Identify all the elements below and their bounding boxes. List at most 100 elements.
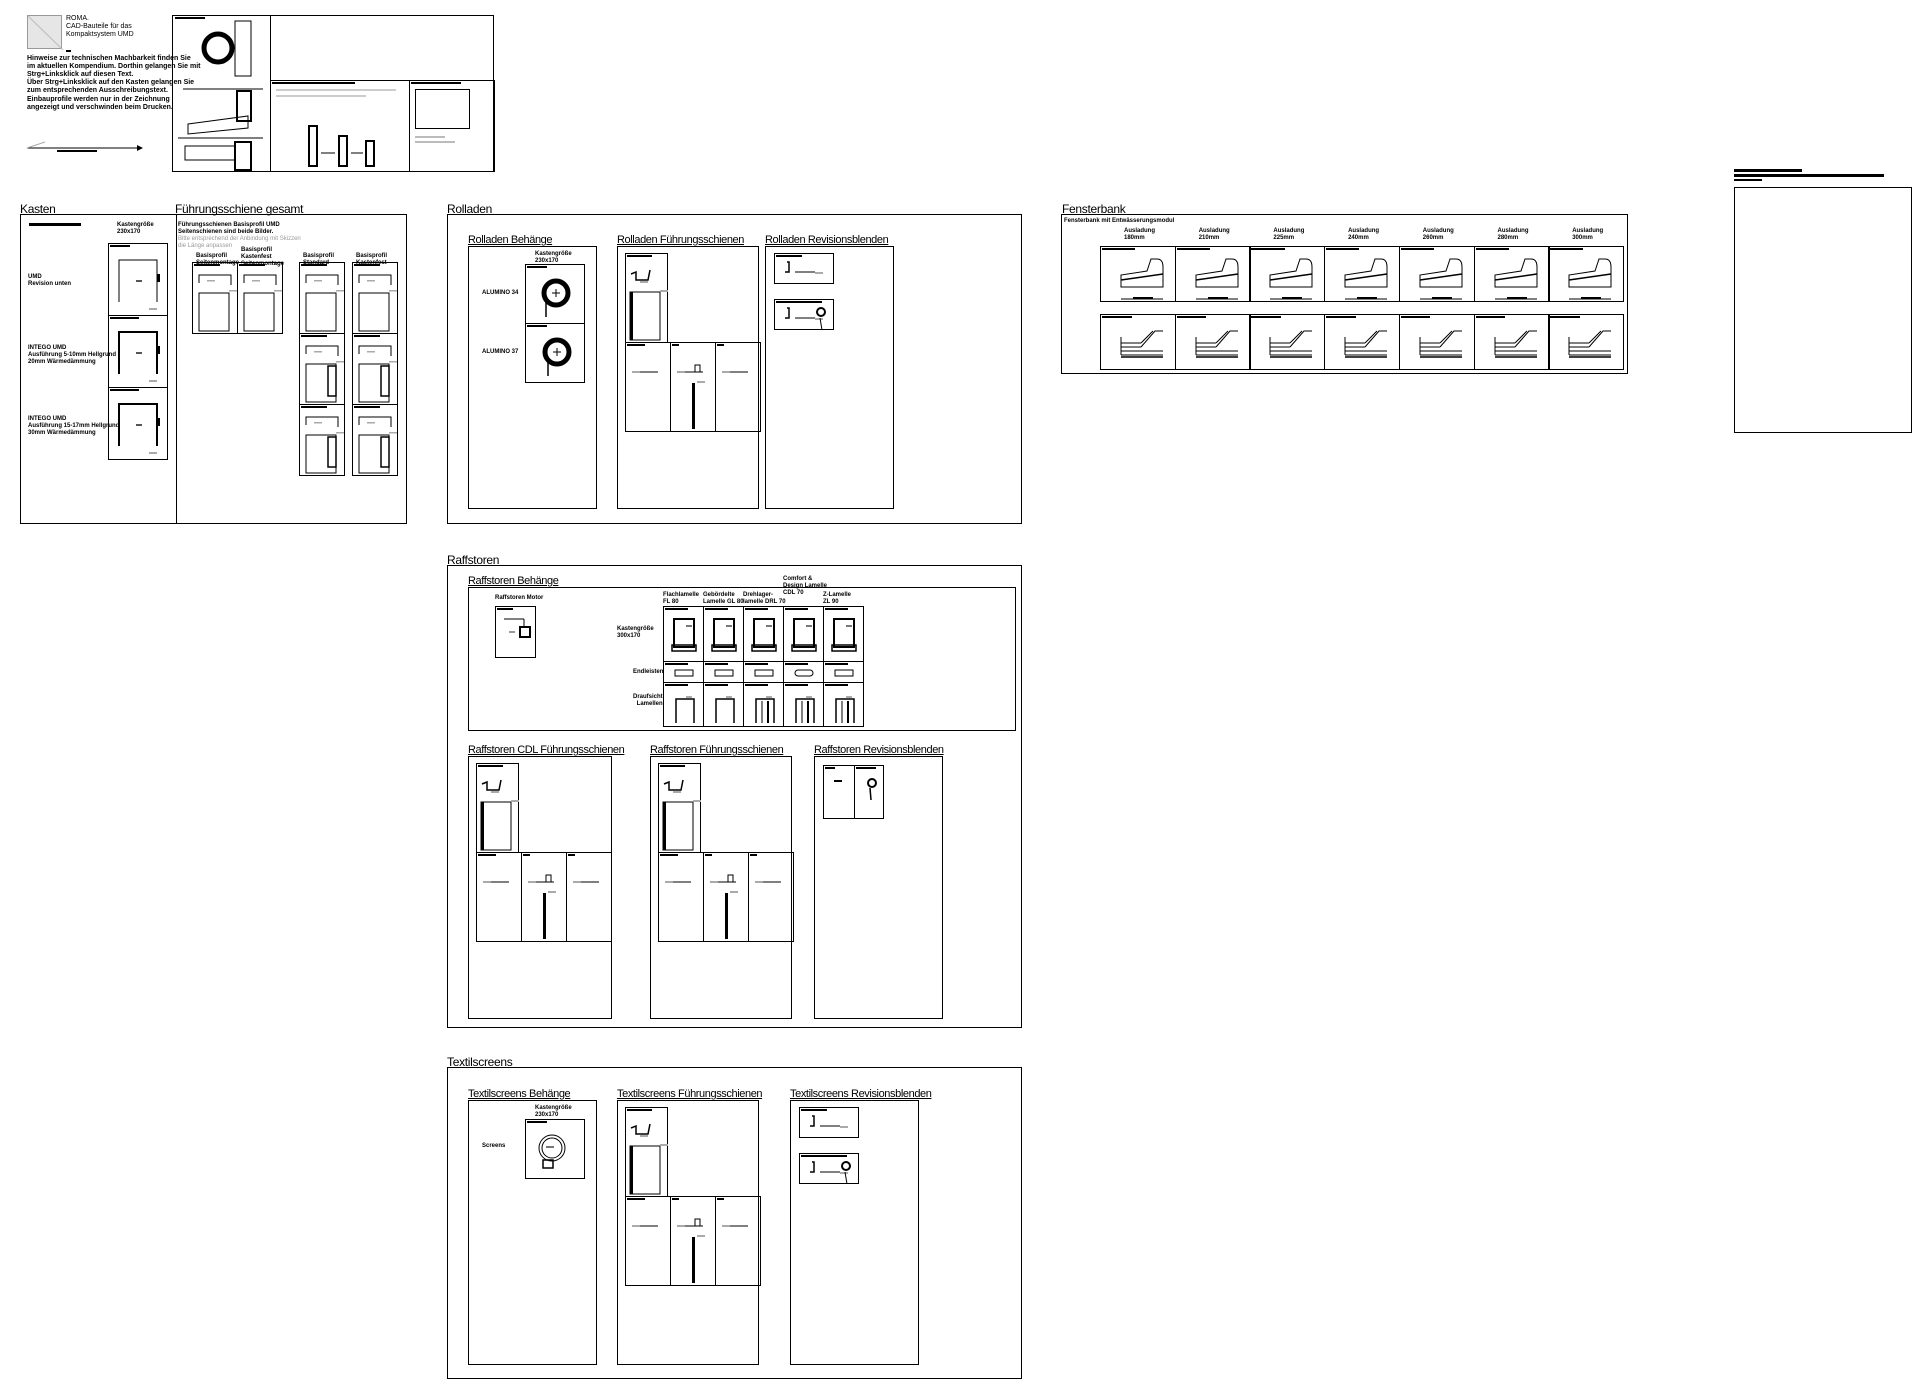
rail-top-drawing [625, 253, 668, 343]
textilscreens-section [447, 1067, 1022, 1379]
rail-section-drawing [476, 852, 522, 942]
rolladen-size-label: Kastengröße 230x170 [535, 251, 572, 264]
drawing-label [354, 264, 381, 266]
textilscreens-behaenge-panel: Kastengröße 230x170 Screens [468, 1100, 597, 1365]
fuehrung-title: Führungsschiene gesamt [175, 202, 304, 216]
raffstoren-column-label: Z-Lamelle ZL 90 [823, 592, 852, 605]
raffstoren-cdl-panel [468, 756, 612, 1019]
rolladen-profile-label: ALUMINO 34 [482, 290, 519, 296]
kasten-title: Kasten [20, 202, 56, 216]
raffstoren-fuehrung-panel [650, 756, 794, 1019]
kasten-divider [176, 215, 177, 523]
kasten-section: Kastengröße 230x170 UMD Revision unten I… [20, 214, 407, 524]
profile-drawing [352, 333, 398, 405]
fuehrung-column-label: Basisprofil Standard [303, 253, 335, 266]
lamellen-drawing [783, 682, 824, 727]
raffstoren-kasten-drawing [743, 606, 784, 662]
drawing-label [1400, 316, 1431, 318]
hint-link[interactable]: Hinweise zur technischen Machbarkeit fin… [27, 55, 201, 94]
rail-section-drawing [658, 852, 704, 942]
drawing-label [745, 684, 769, 686]
drawing-label [301, 406, 328, 408]
logo [27, 15, 64, 51]
drawing-label [825, 608, 849, 610]
legend-panel [1734, 187, 1912, 433]
drawing-label [745, 608, 769, 610]
rolladen-title: Rolladen [447, 202, 492, 216]
rolladen-fuehrung-panel [617, 246, 761, 509]
fensterbank-detail-drawing [1249, 314, 1326, 370]
fensterbank-subtitle: Fensterbank mit Entwässerungsmodul [1064, 218, 1175, 224]
rail-section-drawing [625, 1196, 671, 1286]
raffstoren-section [447, 565, 1022, 1028]
drawing-label [825, 663, 849, 665]
ausladung-label: Ausladung 280mm [1497, 228, 1529, 241]
textilscreens-revision-title: Textilscreens Revisionsblenden [790, 1088, 932, 1100]
raffstoren-column-label: Drehlager- lamelle DRL 70 [743, 592, 786, 605]
drawing-label [1176, 316, 1207, 318]
raffstoren-title: Raffstoren [447, 553, 500, 567]
raffstoren-kasten-drawing [783, 606, 824, 662]
drawing-label [1102, 316, 1132, 318]
kasten-drawing [108, 243, 168, 316]
drawing-label [110, 245, 131, 247]
raffstoren-revision-panel [814, 756, 943, 1019]
section-arrow [26, 141, 143, 152]
endleiste-drawing [703, 661, 744, 683]
raffstoren-behaenge-panel: Raffstoren Motor Kastengröße 300x170 End… [468, 576, 1016, 731]
drawing-label [478, 765, 503, 767]
ausladung-label: Ausladung 260mm [1422, 228, 1454, 241]
drawing-label [825, 684, 849, 686]
endleiste-drawing [783, 661, 824, 683]
rolladen-revision-title: Rolladen Revisionsblenden [765, 234, 889, 246]
drawing-label [705, 608, 729, 610]
header-title: ROMA. CAD-Bauteile für das Kompaktsystem… [66, 15, 134, 38]
fensterbank-section-drawing [1100, 246, 1176, 302]
drawing-label [194, 264, 221, 266]
drawing-label [301, 264, 328, 266]
raffstoren-row-label: Draufsicht Lamellen [633, 694, 663, 707]
fensterbank-detail-drawing [1100, 314, 1176, 370]
lamellen-drawing [703, 682, 744, 727]
raffstoren-column-label: Gebördelte Lamelle GL 80 [703, 592, 744, 605]
fuehrung-column-label: Basisprofil Kastenfest [356, 253, 388, 266]
drawing-label [660, 765, 685, 767]
fuehrung-note: Bitte entsprechend der Anbindung mit Ski… [178, 236, 301, 249]
drawing-label [1251, 316, 1281, 318]
drawing-label [1475, 248, 1509, 250]
profile-drawing [352, 262, 398, 334]
drawing-label [717, 344, 724, 346]
drawing-label [705, 684, 729, 686]
drawing-label [568, 854, 575, 856]
fensterbank-section-drawing [1548, 246, 1625, 302]
drawing-label [110, 317, 139, 319]
drawing-label [1326, 316, 1356, 318]
raffstoren-kasten-drawing [823, 606, 864, 662]
fensterbank-section-drawing [1398, 246, 1475, 302]
drawing-label [478, 854, 496, 856]
raffstoren-cdl-title: Raffstoren CDL Führungsschienen [468, 744, 625, 756]
drawing-label [660, 854, 678, 856]
drawing-label [239, 264, 266, 266]
fensterbank-section-drawing [1249, 246, 1326, 302]
textilscreens-title: Textilscreens [447, 1055, 513, 1069]
profile-drawing [352, 404, 398, 476]
profile-drawing [299, 333, 345, 405]
motor-drawing [495, 606, 536, 658]
drawing-label [785, 684, 809, 686]
drawing-label [627, 1109, 652, 1111]
rail-section-drawing [703, 852, 749, 942]
detail-drawing-frame [172, 15, 495, 172]
roll-drawing [525, 264, 585, 324]
drawing-label [301, 335, 328, 337]
fensterbank-section: Fensterbank mit Entwässerungsmodul Ausla… [1061, 214, 1628, 374]
kasten-drawing [108, 387, 168, 460]
textilscreens-fuehrung-title: Textilscreens Führungsschienen [617, 1088, 763, 1100]
ausladung-label: Ausladung 240mm [1348, 228, 1380, 241]
fuehrung-column-label: Basisprofil Seitenmontage [196, 253, 240, 266]
rail-section-drawing [566, 852, 612, 942]
endleiste-drawing [823, 661, 864, 683]
textilscreens-profile-label: Screens [482, 1143, 506, 1149]
raffstoren-motor-label: Raffstoren Motor [495, 595, 544, 601]
textilscreens-fuehrung-panel [617, 1100, 761, 1365]
